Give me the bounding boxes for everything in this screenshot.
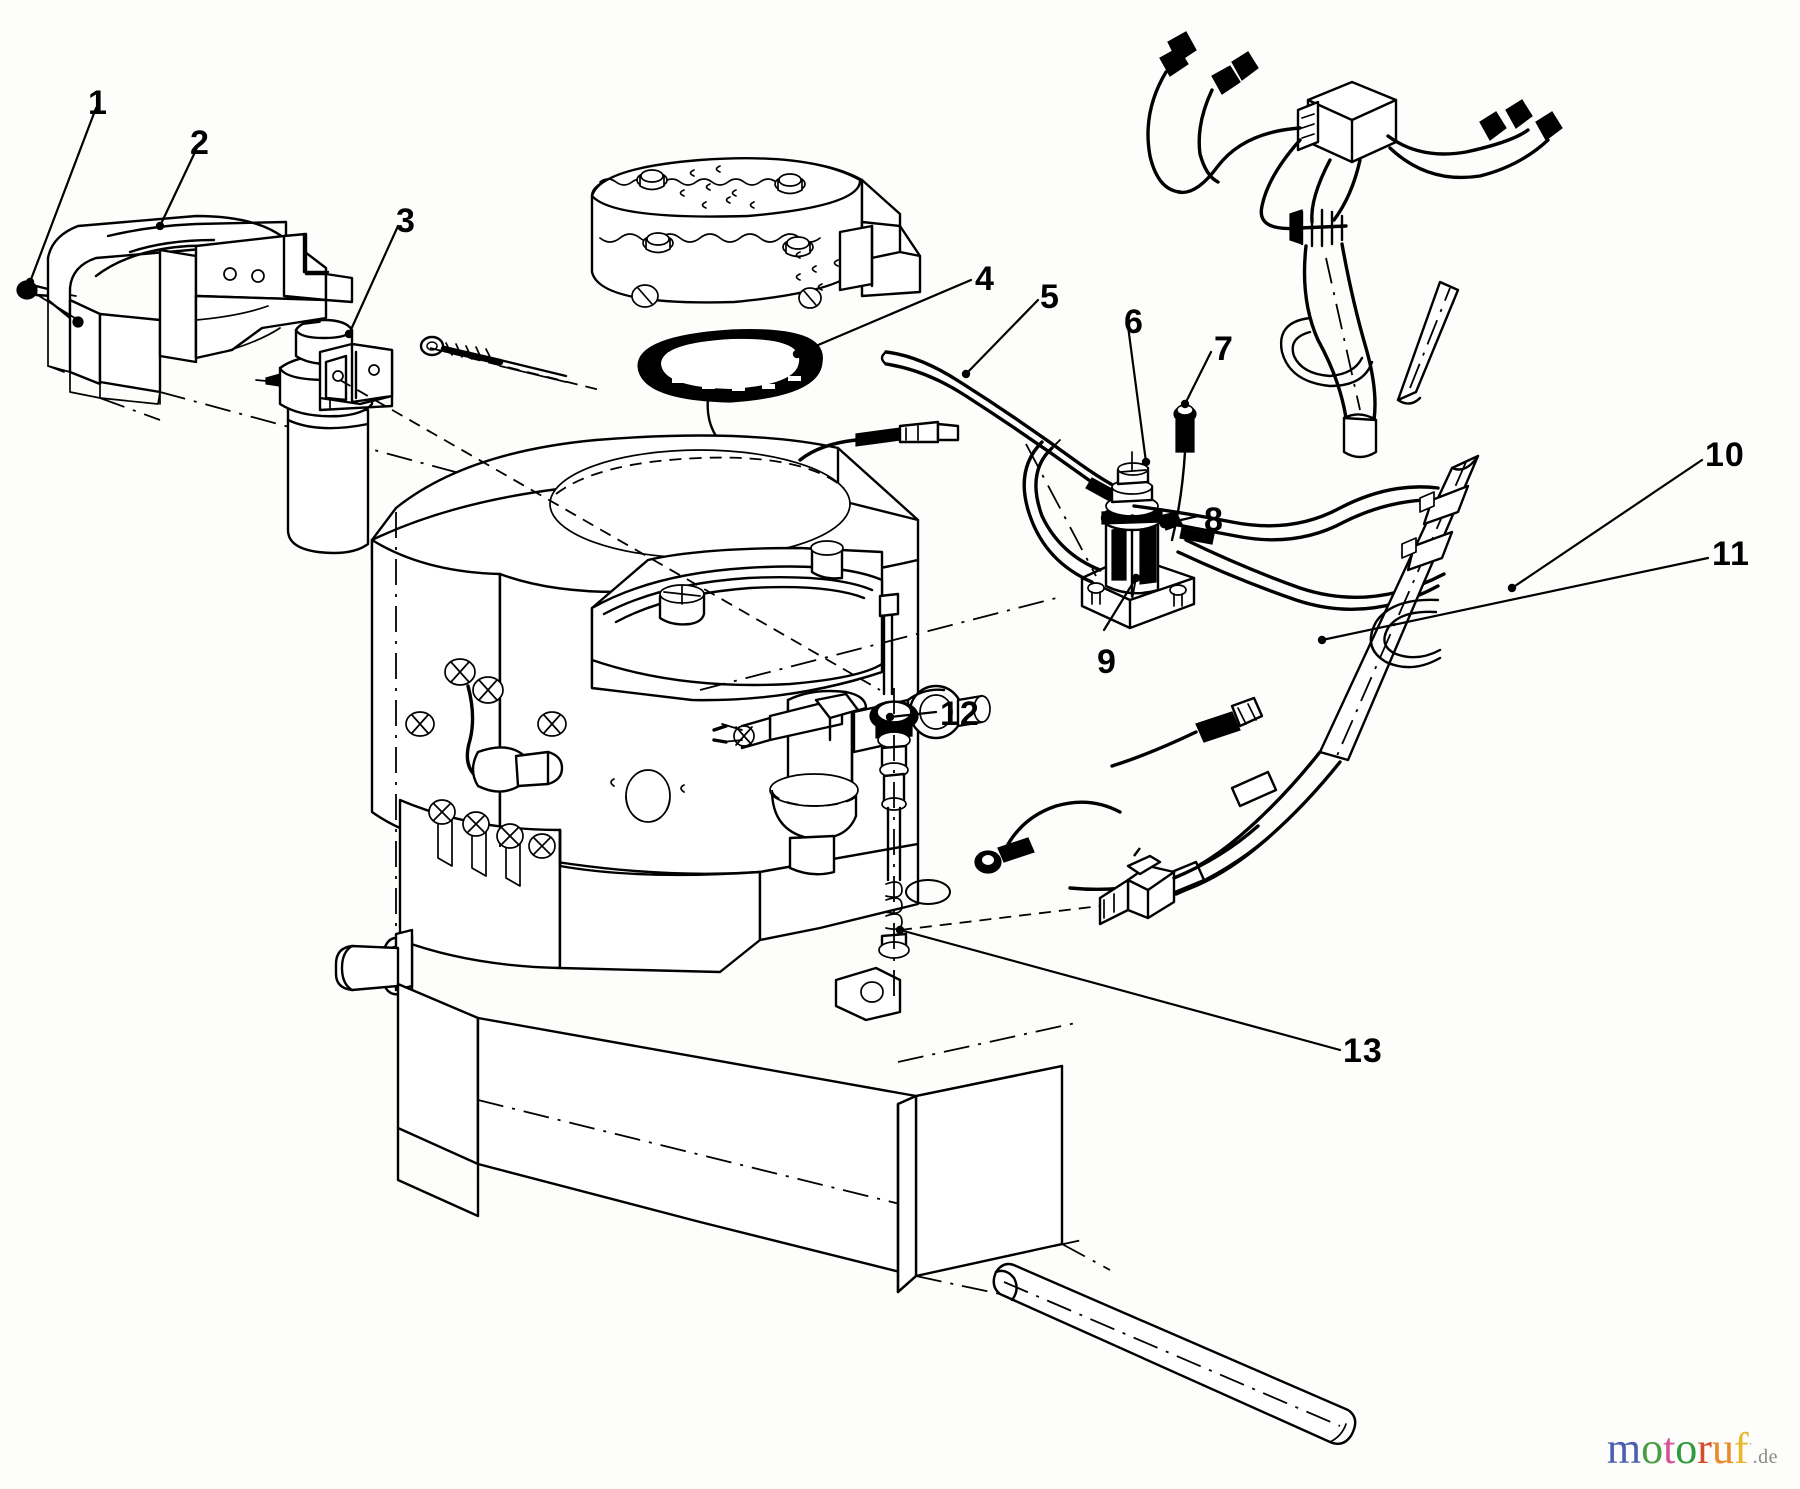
throttle-link-rod (419, 335, 568, 383)
callout-tip-3 (344, 329, 354, 339)
blade-connector (1098, 854, 1176, 926)
callout-leader-2 (158, 148, 198, 228)
callout-number-13: 13 (1343, 1032, 1383, 1070)
engine-block (370, 434, 991, 1022)
callout-number-2: 2 (190, 124, 210, 162)
callout-tip-4 (792, 349, 802, 359)
callout-number-4: 4 (975, 260, 995, 298)
callout-leader-10 (1510, 458, 1704, 590)
blower-housing-gasket-ring (637, 329, 823, 403)
watermark-letter-2: t (1663, 1424, 1676, 1473)
callout-leader-1 (28, 106, 98, 284)
watermark-letter-0: m (1606, 1424, 1642, 1473)
callout-number-3: 3 (396, 202, 416, 240)
callout-tip-7 (1180, 399, 1190, 409)
callout-number-1: 1 (88, 84, 108, 122)
callout-leader-5 (964, 298, 1040, 376)
callout-number-8: 8 (1204, 501, 1224, 539)
site-watermark: motoruf·.de (1607, 1427, 1778, 1471)
carburetor (712, 689, 868, 876)
callout-leader-4 (795, 278, 973, 356)
watermark-letter-6: f (1733, 1424, 1749, 1473)
front-axle-tube (992, 1262, 1357, 1445)
callout-number-10: 10 (1705, 436, 1745, 474)
wiring-harness (1146, 31, 1563, 459)
callout-number-12: 12 (940, 695, 980, 733)
callout-tip-5 (961, 369, 971, 379)
callout-number-5: 5 (1040, 278, 1060, 316)
watermark-dot: · (1748, 1436, 1753, 1451)
callout-leader-13 (898, 928, 1342, 1052)
callout-leader-8 (1162, 514, 1200, 526)
solenoid-assembly (1080, 404, 1215, 630)
watermark-letter-5: u (1711, 1424, 1734, 1473)
part-4-blower-housing (590, 157, 922, 309)
watermark-suffix: .de (1752, 1446, 1778, 1468)
callout-leader-11 (1320, 556, 1710, 642)
ignition-lead-terminal (798, 420, 960, 462)
crank-shaft-left (334, 928, 414, 992)
callout-tip-6 (1141, 457, 1151, 467)
callout-tip-11 (1317, 635, 1327, 645)
callout-tip-12 (885, 712, 895, 722)
callout-leader-lines (25, 106, 1710, 1052)
callout-number-6: 6 (1124, 303, 1144, 341)
callout-leader-6 (1126, 324, 1148, 464)
callout-tip-2 (155, 221, 165, 231)
callout-leader-7 (1183, 350, 1213, 406)
callout-leader-9 (1102, 576, 1138, 632)
watermark-letter-1: o (1641, 1424, 1664, 1473)
chassis-frame (396, 982, 1083, 1294)
part-3-fuel-pump-assembly (255, 318, 394, 555)
callout-number-7: 7 (1214, 330, 1234, 368)
callout-leader-12 (888, 710, 938, 719)
watermark-letter-3: o (1675, 1424, 1698, 1473)
callout-tip-13 (895, 925, 905, 935)
callout-number-11: 11 (1712, 535, 1750, 573)
callout-leader-3 (347, 224, 400, 336)
callout-tip-8 (1159, 519, 1169, 529)
part-13-wire-connector (899, 800, 1270, 931)
cable-end-fitting (1110, 696, 1264, 768)
callout-tip-10 (1507, 583, 1517, 593)
callout-tip-9 (1131, 573, 1141, 583)
callout-tip-1 (25, 277, 35, 287)
callout-number-9: 9 (1097, 643, 1117, 681)
watermark-letter-4: r (1697, 1424, 1712, 1473)
